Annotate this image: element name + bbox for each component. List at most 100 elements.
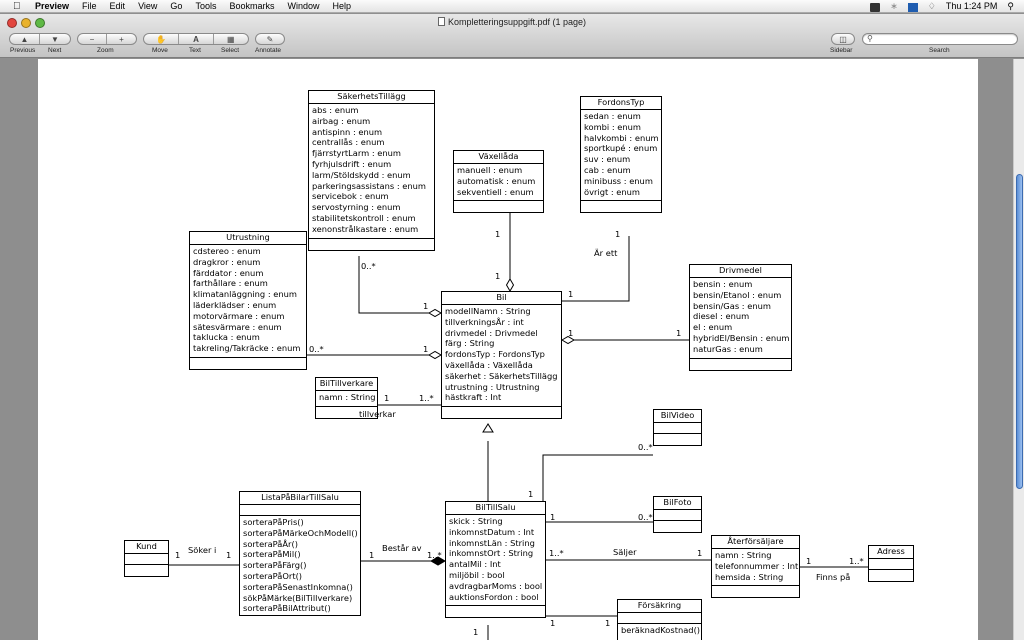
multiplicity-label: 1..* [549,548,564,558]
attribute: naturGas : enum [693,343,763,354]
attribute: drivmedel : Drivmedel [445,327,538,338]
attribute: kombi : enum [584,121,642,132]
aggregation-diamond [505,278,515,292]
document-area[interactable]: SäkerhetsTillägg abs : enum airbag : enu… [0,59,1024,640]
operation: sorteraPåOrt() [243,570,303,581]
clock[interactable]: Thu 1:24 PM [945,1,998,11]
menu-app[interactable]: Preview [35,1,70,11]
class-drivmedel: Drivmedel bensin : enum bensin/Etanol : … [689,264,792,371]
attribute: cdstereo : enum [193,246,261,256]
multiplicity-label: 0..* [309,344,324,354]
attribute: cab : enum [584,164,631,175]
sidebar-button[interactable]: ◫ [839,34,847,44]
multiplicity-label: 1 [226,550,232,560]
vertical-scrollbar[interactable] [1013,59,1024,640]
apple-icon[interactable]:  [13,0,21,13]
attribute: hybridEl/Bensin : enum [693,332,790,343]
class-biltillverkare: BilTillverkare namn : String [315,377,378,419]
select-tool-button[interactable]: ▦ [227,34,235,44]
association-label: Finns på [816,572,851,582]
attribute: antalMil : Int [449,559,501,570]
class-operations [309,239,434,250]
attribute: farthållare : enum [193,278,268,289]
menu-bookmarks[interactable]: Bookmarks [229,1,275,11]
attribute: takreling/Takräcke : enum [193,343,301,354]
menu-go[interactable]: Go [170,1,183,11]
attribute: klimatanläggning : enum [193,289,297,300]
multiplicity-label: 1 [605,618,611,628]
attribute: telefonnummer : Int [715,560,799,571]
class-biltillsalu: BilTillSalu skick : String inkomnstDatum… [445,501,546,619]
pdf-icon [437,17,445,26]
multiplicity-label: 1 [697,548,703,558]
attribute: utrustning : Utrustning [445,381,540,392]
attribute: säkerhet : SäkerhetsTillägg [445,370,558,381]
annotate-button[interactable]: ✎ [266,34,274,44]
class-name: Försäkring [618,600,701,613]
class-operations [869,570,913,581]
class-attributes [240,505,360,516]
spotlight-icon[interactable]: ⚲ [1007,1,1014,11]
attribute: xenonstrålkastare : enum [312,223,419,234]
bluetooth-icon[interactable]: ∗ [890,1,898,11]
flag-icon[interactable] [907,3,918,12]
class-aterforsaljare: Återförsäljare namn : String telefonnumm… [711,535,800,599]
class-name: FordonsTyp [581,97,661,110]
scroll-thumb[interactable] [1016,174,1023,489]
attribute: servicebok : enum [312,191,389,202]
class-operations [446,606,545,617]
previous-label: Previous [10,47,36,54]
minimize-icon[interactable] [21,18,31,28]
multiplicity-label: 0..* [638,512,653,522]
zoom-out-button[interactable]: − [78,34,108,44]
attribute: sportkupé : enum [584,143,658,154]
text-tool-button[interactable]: A [179,34,214,44]
attribute: halvkombi : enum [584,132,659,143]
attribute: växellåda : Växellåda [445,359,533,370]
attribute: manuell : enum [457,165,523,175]
zoom-window-icon[interactable] [35,18,45,28]
menu-bar:  Preview File Edit View Go Tools Bookma… [0,0,1024,13]
multiplicity-label: 1 [550,512,556,522]
attribute: färg : String [445,338,495,349]
menu-window[interactable]: Window [287,1,320,11]
operation: sorteraPåSenastInkomna() [243,581,353,592]
window-title: Kompletteringsuppgift.pdf (1 page) [0,17,1024,27]
menu-view[interactable]: View [138,1,158,11]
class-name: BilTillverkare [316,378,377,391]
class-operations [654,434,701,445]
multiplicity-label: 0..* [361,261,376,271]
class-attributes [654,423,701,434]
attribute: suv : enum [584,154,631,165]
zoom-in-button[interactable]: + [119,34,124,44]
menu-list: Preview File Edit View Go Tools Bookmark… [35,0,351,13]
zoom-group: − + [77,33,137,45]
multiplicity-label: 1 [676,328,682,338]
next-button[interactable]: ▼ [51,34,59,44]
class-name: Bil [442,292,561,305]
class-operations [442,407,561,418]
menu-edit[interactable]: Edit [109,1,126,11]
class-adress: Adress [868,545,914,582]
close-icon[interactable] [7,18,17,28]
class-vaxellada: Växellåda manuell : enum automatisk : en… [453,150,544,214]
class-operations [690,359,791,370]
aggregation-diamond [428,350,442,360]
menu-tools[interactable]: Tools [195,1,217,11]
zoom-label: Zoom [97,47,114,54]
menu-file[interactable]: File [82,1,97,11]
multiplicity-label: 1 [568,289,574,299]
operation: sorteraPåPris() [243,517,304,527]
spaces-icon[interactable] [870,3,881,12]
search-input[interactable]: ⚲ [862,33,1018,45]
menu-help[interactable]: Help [332,1,351,11]
attribute: taklucka : enum [193,332,260,343]
volume-icon[interactable]: ♢ [927,1,936,11]
class-name: Utrustning [190,232,306,245]
attribute: antispinn : enum [312,126,383,137]
move-tool-button[interactable]: ✋ [144,34,180,44]
previous-button[interactable]: ▲ [10,34,41,44]
move-label: Move [152,47,168,54]
attribute: parkeringsassistans : enum [312,180,426,191]
attribute: minibuss : enum [584,175,653,186]
